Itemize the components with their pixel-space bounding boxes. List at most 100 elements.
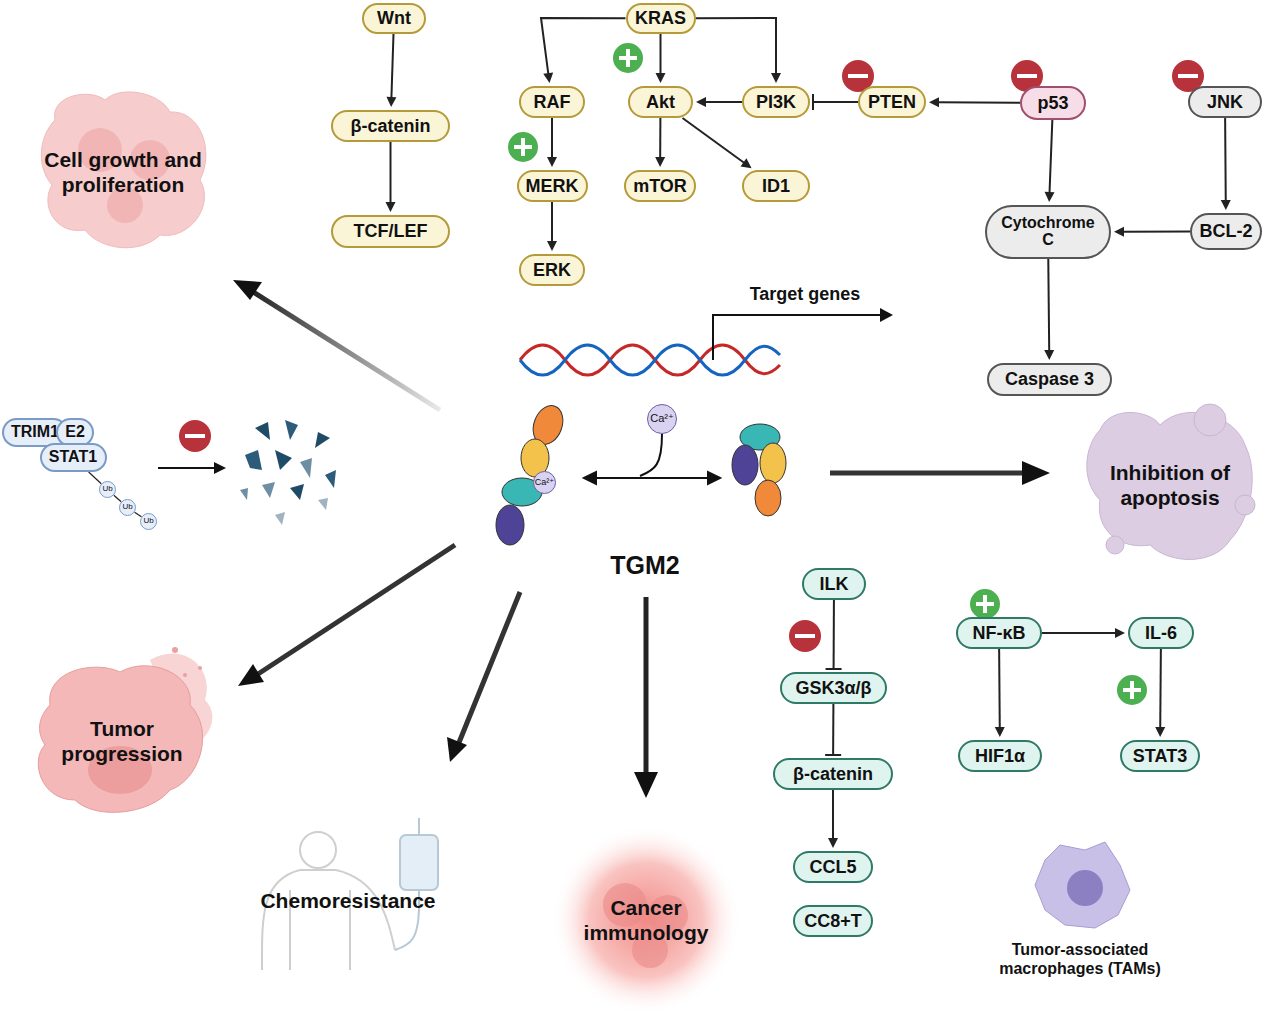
pathway-box: ID1 xyxy=(742,170,810,202)
node-text: NF-κB xyxy=(972,624,1025,643)
pathway-box: NF-κB xyxy=(956,617,1042,649)
node-text: ILK xyxy=(820,575,849,594)
pathway-box: β-catenin xyxy=(773,758,893,790)
pathway-box: GSK3α/β xyxy=(780,672,887,704)
circle-node: Ub xyxy=(119,499,136,516)
circle-node: Ub xyxy=(140,513,157,530)
connector xyxy=(547,202,557,251)
node-text: mTOR xyxy=(633,177,687,196)
pathway-box: CCL5 xyxy=(793,851,873,883)
node-text: Caspase 3 xyxy=(1005,370,1094,389)
caption-label: Tumor progression xyxy=(27,716,217,766)
pathway-box: ILK xyxy=(802,568,866,600)
connector xyxy=(114,495,121,502)
pathway-box: β-catenin xyxy=(331,110,450,142)
caption-label: Chemoresistance xyxy=(248,888,448,913)
node-text: Akt xyxy=(646,93,675,112)
connector xyxy=(656,34,666,83)
pathway-box: Cytochrome C xyxy=(985,205,1111,259)
connector xyxy=(89,472,102,484)
dna-helix xyxy=(520,308,893,375)
pathway-box: RAF xyxy=(519,86,585,118)
connector xyxy=(655,118,665,167)
connector xyxy=(929,97,1020,107)
connector xyxy=(1045,120,1055,202)
pathway-box: Akt xyxy=(628,86,693,118)
caption-label: Target genes xyxy=(730,284,880,306)
connector xyxy=(386,34,396,107)
connector xyxy=(547,118,557,167)
pathway-box: PTEN xyxy=(858,86,926,118)
pathway-box: IL-6 xyxy=(1128,617,1194,649)
caption-label: Cell growth and proliferation xyxy=(23,147,223,197)
tgm2-protein xyxy=(496,401,786,545)
node-text: IL-6 xyxy=(1145,624,1177,643)
node-text: Ca²⁺ xyxy=(650,413,674,425)
effect-symbols xyxy=(179,43,1204,705)
circle-node: Ca²⁺ xyxy=(533,471,556,494)
connector xyxy=(1114,227,1190,237)
macrophage xyxy=(1035,842,1130,928)
connector xyxy=(995,649,1005,737)
node-text: TCF/LEF xyxy=(354,222,428,241)
connector xyxy=(826,600,842,669)
node-text: STAT1 xyxy=(49,449,97,466)
node-text: p53 xyxy=(1037,94,1068,113)
node-text: KRAS xyxy=(635,9,686,28)
node-text: HIF1α xyxy=(975,747,1025,766)
reaction-arrow xyxy=(584,434,720,484)
node-text: Cytochrome C xyxy=(994,215,1102,249)
pathway-box: CC8+T xyxy=(793,905,873,937)
node-text: STAT3 xyxy=(1133,747,1187,766)
node-text: PTEN xyxy=(868,93,916,112)
node-text: Ub xyxy=(122,503,132,511)
connector xyxy=(541,18,626,83)
node-text: ERK xyxy=(533,261,571,280)
node-text: CCL5 xyxy=(809,858,856,877)
circle-node: Ub xyxy=(99,481,116,498)
pathway-box: Wnt xyxy=(362,3,426,34)
circle-node: Ca²⁺ xyxy=(647,404,677,434)
caption-label: Tumor-associated macrophages (TAMs) xyxy=(960,940,1200,978)
pathway-box: p53 xyxy=(1020,86,1086,120)
pathway-box: TCF/LEF xyxy=(331,215,450,248)
node-text: β-catenin xyxy=(351,117,431,136)
connector xyxy=(683,118,752,168)
node-text: E2 xyxy=(65,424,85,441)
node-text: Ca²⁺ xyxy=(535,478,554,487)
pathway-box: KRAS xyxy=(626,3,696,34)
pathway-box: ERK xyxy=(519,254,585,286)
node-text: Wnt xyxy=(377,9,411,28)
pathway-box: mTOR xyxy=(624,170,696,202)
immune-cells xyxy=(551,825,741,1012)
node-text: CC8+T xyxy=(804,912,862,931)
pathway-box: HIF1α xyxy=(958,740,1042,772)
pathway-box: BCL-2 xyxy=(1190,213,1262,250)
node-text: PI3K xyxy=(756,93,796,112)
connector xyxy=(825,704,841,755)
pathway-box: Caspase 3 xyxy=(987,363,1112,396)
node-text: GSK3α/β xyxy=(795,679,871,698)
node-text: RAF xyxy=(534,93,571,112)
pathway-box: STAT1 xyxy=(40,443,107,472)
connector xyxy=(813,94,858,110)
connector xyxy=(1044,259,1054,360)
node-text: JNK xyxy=(1207,93,1243,112)
node-text: Ub xyxy=(143,517,153,525)
pathway-box: JNK xyxy=(1188,86,1262,118)
connector xyxy=(828,790,838,848)
connector xyxy=(696,18,782,83)
caption-label: Inhibition of apoptosis xyxy=(1085,460,1255,510)
pathway-box: STAT3 xyxy=(1120,740,1200,772)
caption-label: Cancer immunology xyxy=(566,895,726,945)
outcome-arrows xyxy=(233,280,1050,798)
caption-label: TGM2 xyxy=(600,550,690,580)
pathway-box: PI3K xyxy=(742,86,810,118)
node-text: ID1 xyxy=(762,177,790,196)
connector xyxy=(1155,649,1165,737)
node-text: β-catenin xyxy=(793,765,873,784)
connector xyxy=(386,142,396,212)
degradation xyxy=(158,420,336,525)
node-text: MERK xyxy=(526,177,579,196)
pathway-box: MERK xyxy=(517,170,588,202)
